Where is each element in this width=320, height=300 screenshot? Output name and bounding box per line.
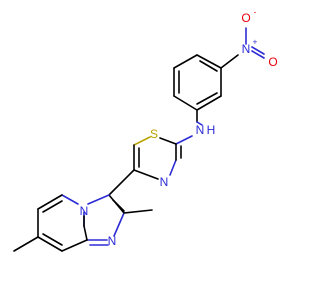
bond-methyl-2: [123, 209, 153, 214]
atom-amine-h: H: [207, 123, 216, 137]
atom-nitro-n: N: [242, 42, 251, 56]
thiazole-ring: S N: [133, 127, 182, 189]
atom-imidazole-n: N: [108, 234, 117, 248]
nitrophenyl-ring: [173, 54, 222, 111]
nitro-group: O - N + O: [220, 8, 278, 69]
amine-linker: N H: [175, 109, 216, 145]
pyridine-ring: [37, 194, 88, 252]
atom-bridge-n: N: [80, 204, 89, 218]
atom-thiazole-s: S: [150, 127, 158, 141]
bond-thiazole-imidazole: [108, 169, 135, 196]
atom-nitro-o: O: [268, 55, 277, 69]
charge-plus: +: [253, 38, 258, 47]
atom-nitro-o-minus: O: [241, 11, 250, 25]
atom-amine-n: N: [196, 123, 205, 137]
molecule-structure: O - N + O N H S N N N: [13, 8, 278, 252]
charge-minus: -: [254, 8, 257, 17]
imidazole-ring: N N: [80, 194, 125, 248]
bond-methyl-7: [13, 236, 39, 252]
atom-thiazole-n: N: [160, 175, 169, 189]
